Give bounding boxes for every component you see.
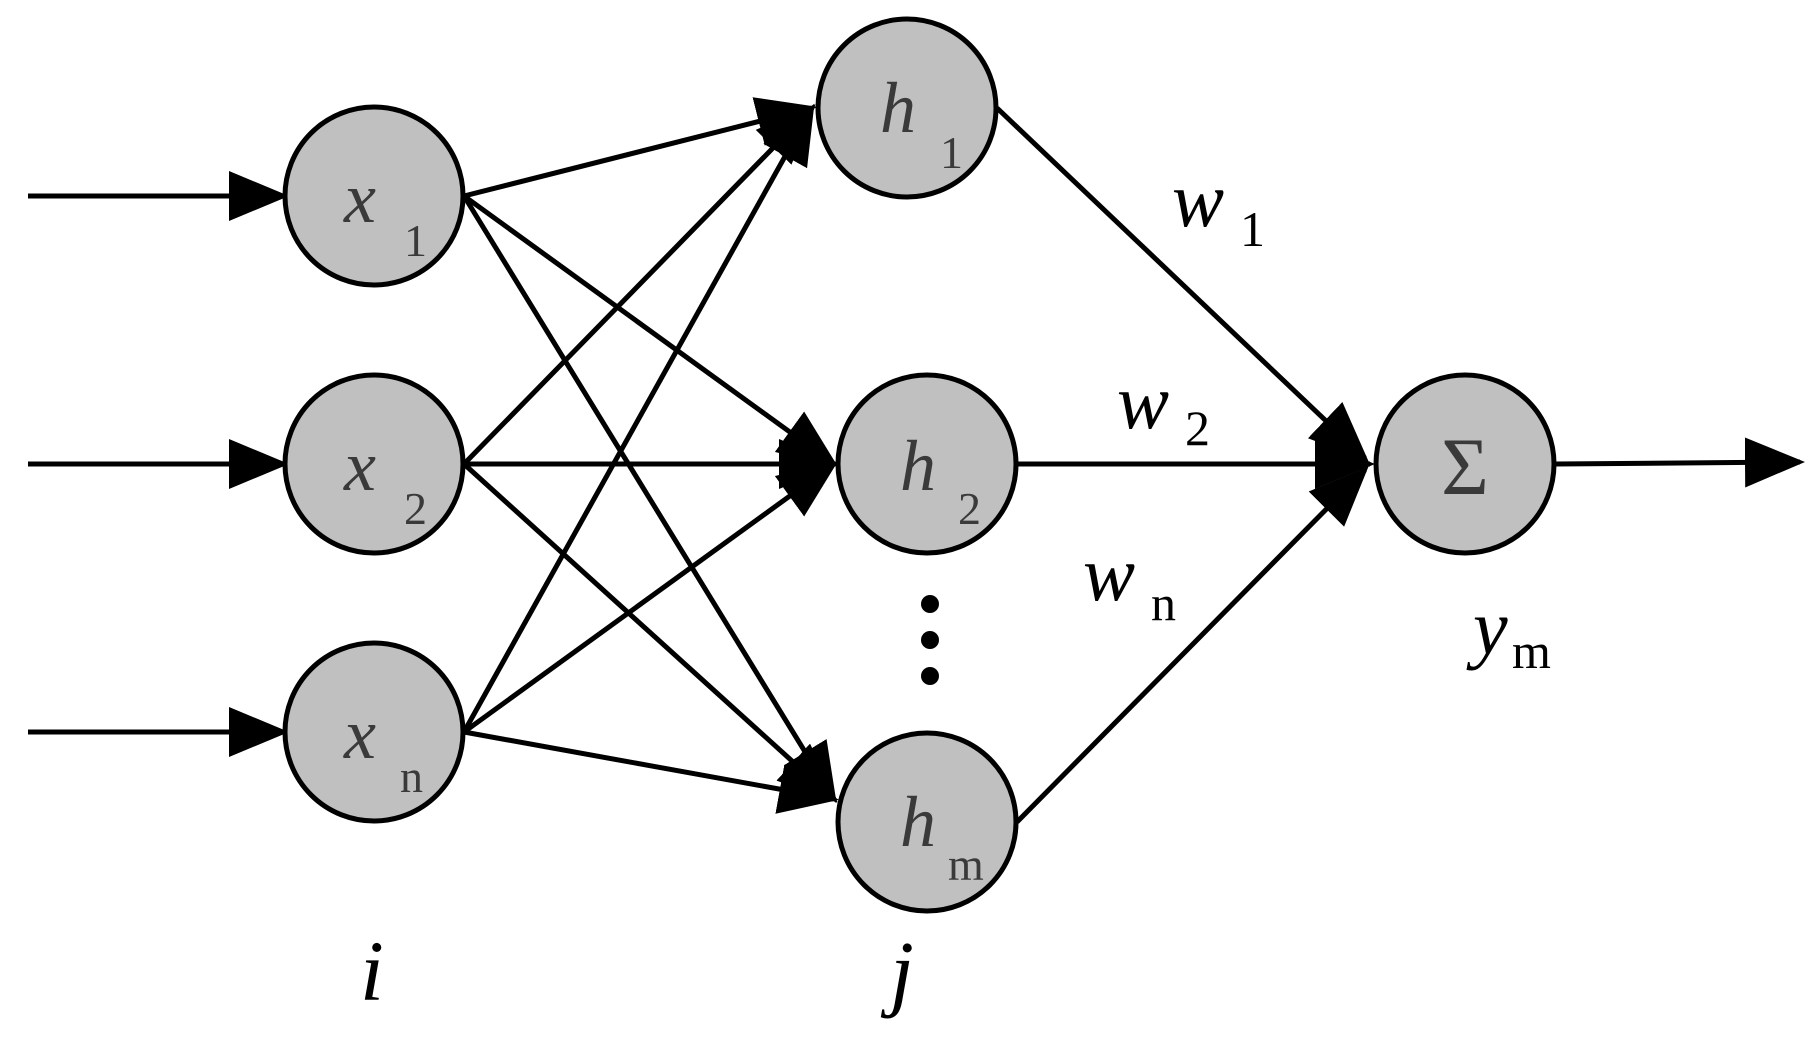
edge-x1-h1	[463, 97, 817, 199]
ellipsis-dot	[921, 595, 939, 613]
output-label-ym: y m	[1466, 584, 1551, 679]
weight-subscript: n	[1151, 575, 1176, 631]
edge-xn-h2	[462, 461, 839, 735]
input-hidden-edges	[461, 97, 839, 814]
ellipsis-dot	[921, 667, 939, 685]
output-symbol: y	[1466, 584, 1508, 671]
input-node-circle	[282, 104, 466, 288]
weight-subscript: 2	[1185, 400, 1210, 456]
ellipsis-dot	[921, 631, 939, 649]
hidden-node-subscript: m	[948, 839, 984, 890]
edge-xn-hm	[463, 729, 839, 814]
input-node-circle	[282, 640, 466, 824]
layer-label-input: i	[360, 923, 384, 1019]
weight-subscript: 1	[1240, 201, 1265, 257]
ellipsis-dots	[921, 595, 939, 685]
hidden-node-symbol: h	[880, 68, 916, 148]
input-node-circle	[282, 372, 466, 556]
weight-symbol: w	[1117, 358, 1169, 445]
output-subscript: m	[1512, 623, 1551, 679]
input-node-x2: x 2	[282, 372, 466, 556]
edge-x2-h1	[462, 104, 816, 466]
hidden-node-symbol: h	[900, 426, 936, 506]
hidden-node-circle	[835, 730, 1019, 914]
sigma-symbol: Σ	[1441, 421, 1489, 512]
output-node-sum: Σ	[1373, 372, 1557, 556]
hidden-node-hm: h m	[835, 730, 1019, 914]
hidden-node-circle	[835, 372, 1019, 556]
input-node-subscript: 1	[404, 215, 427, 266]
hidden-node-subscript: 1	[940, 127, 963, 178]
weight-label-wn: w n	[1083, 530, 1176, 631]
edge-x2-hm	[462, 462, 838, 803]
input-node-symbol: x	[343, 158, 376, 238]
layer-label-hidden: j	[880, 923, 914, 1019]
edge-h1-sum	[995, 106, 1369, 462]
output-node-circle	[1373, 372, 1557, 556]
hidden-node-circle	[815, 16, 999, 200]
weight-symbol: w	[1083, 530, 1135, 617]
hidden-output-edges	[995, 106, 1375, 824]
weight-label-w2: w 2	[1117, 358, 1210, 456]
input-node-xn: x n	[282, 640, 466, 824]
edge-x1-hm	[461, 194, 837, 804]
input-node-x1: x 1	[282, 104, 466, 288]
input-node-symbol: x	[343, 694, 376, 774]
weight-symbol: w	[1172, 156, 1224, 243]
edge-xn-h1	[461, 103, 815, 734]
input-node-symbol: x	[343, 426, 376, 506]
input-arrows	[28, 171, 289, 757]
hidden-node-symbol: h	[900, 782, 936, 862]
output-arrow	[1555, 437, 1805, 488]
weight-label-w1: w 1	[1172, 156, 1265, 257]
hidden-node-h1: h 1	[815, 16, 999, 200]
hidden-node-subscript: 2	[958, 483, 981, 534]
input-node-subscript: 2	[404, 483, 427, 534]
edge-hm-sum	[1015, 466, 1369, 824]
hidden-node-h2: h 2	[835, 372, 1019, 556]
input-node-subscript: n	[400, 751, 423, 802]
edge-x1-h2	[462, 193, 839, 467]
